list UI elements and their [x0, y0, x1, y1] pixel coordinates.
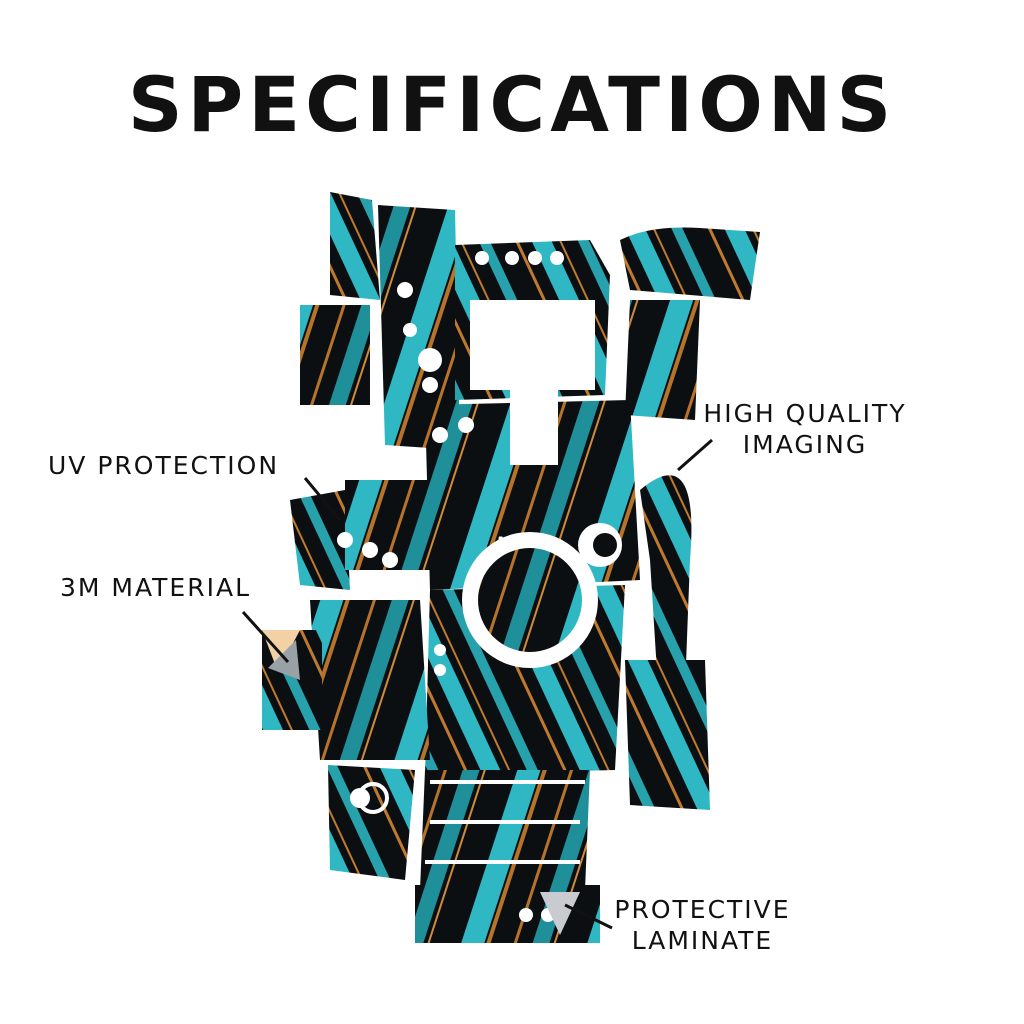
callout-laminate-line1: PROTECTIVE [614, 895, 791, 924]
uv-leader-line [303, 477, 342, 521]
callout-imaging-line2: IMAGING [742, 430, 868, 459]
brand-mark: Nikon [496, 533, 547, 552]
callout-uv-protection: UV PROTECTION [48, 451, 280, 480]
callout-3m-material: 3M MATERIAL [60, 573, 251, 602]
skin-cutouts [337, 251, 622, 922]
imaging-leader-line [677, 438, 713, 472]
callout-imaging-line1: HIGH QUALITY [703, 399, 907, 428]
peel-laminate [540, 892, 580, 935]
laminate-leader-line [564, 903, 613, 930]
material-leader-line [241, 610, 290, 664]
callout-high-quality-imaging: HIGH QUALITY IMAGING [690, 398, 920, 460]
peel-shine-material [268, 640, 300, 680]
peel-corner-material [262, 630, 300, 672]
callout-protective-laminate: PROTECTIVE LAMINATE [610, 894, 795, 956]
callout-lines [241, 438, 713, 930]
page-title: SPECIFICATIONS [127, 60, 897, 149]
callout-laminate-line2: LAMINATE [631, 926, 774, 955]
